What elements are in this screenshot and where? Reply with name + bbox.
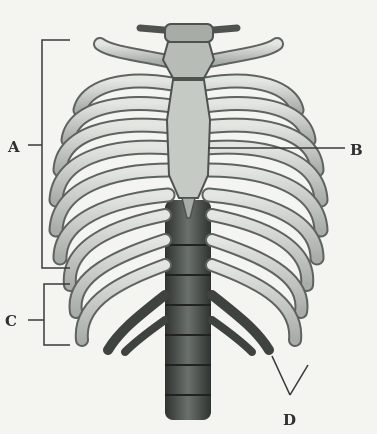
manubrium [163, 42, 214, 78]
right-ribs [205, 44, 321, 352]
vertebral-column [165, 200, 211, 420]
label-a: A [8, 138, 20, 156]
spine-body [165, 200, 211, 420]
label-d: D [283, 411, 296, 429]
leader-d-2 [290, 365, 308, 395]
leader-d-1 [272, 356, 290, 395]
clavicle-stubs [140, 24, 237, 42]
label-c: C [5, 312, 17, 330]
bracket-c [44, 284, 70, 345]
label-b: B [350, 141, 363, 159]
left-ribs [56, 44, 172, 352]
sternum-body [167, 80, 210, 198]
